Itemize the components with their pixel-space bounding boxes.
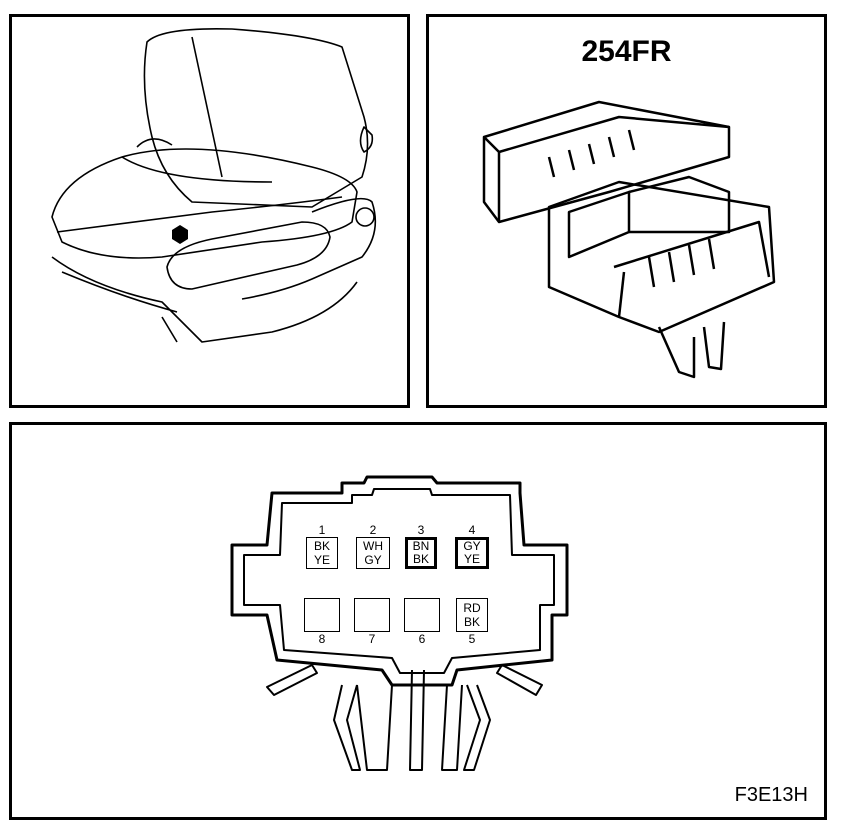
connector-title: 254FR [581, 35, 672, 68]
pin-number: 2 [369, 523, 377, 537]
pin-3: 3 BN BK [405, 523, 437, 569]
pin-number: 3 [417, 523, 425, 537]
pin-number: 7 [368, 632, 376, 646]
pin-6: 6 [404, 598, 440, 646]
connector-view-panel: 254FR [426, 14, 827, 408]
pin-cavity: WH GY [356, 537, 390, 569]
pin-cavity [404, 598, 440, 632]
seat-illustration [51, 27, 377, 343]
connector-face-diagram [230, 475, 569, 771]
pin-cavity: RD BK [456, 598, 488, 632]
seat-location-panel [9, 14, 410, 408]
wire-color-2: YE [313, 553, 330, 567]
wire-color-1: BK [313, 539, 330, 553]
figure-code: F3E13H [734, 784, 808, 806]
pin-number: 1 [318, 523, 326, 537]
wire-color-2: YE [463, 552, 480, 566]
wire-color-1: WH [363, 539, 383, 553]
wire-color-2: GY [364, 553, 382, 567]
wire-color-1: GY [463, 539, 481, 553]
wire-color-1: RD [463, 601, 481, 615]
pin-7: 7 [354, 598, 390, 646]
wire-color-2: BK [463, 615, 480, 629]
wire-color-1: BN [412, 539, 430, 553]
pin-4: 4 GY YE [455, 523, 489, 569]
pin-2: 2 WH GY [356, 523, 390, 569]
pin-cavity [354, 598, 390, 632]
pin-cavity [304, 598, 340, 632]
pin-number: 4 [468, 523, 476, 537]
pin-cavity: BN BK [405, 537, 437, 569]
pinout-panel: 1 BK YE 2 WH GY 3 BN BK 4 GY YE [9, 422, 827, 820]
pin-number: 6 [418, 632, 426, 646]
connector-illustration [482, 100, 776, 379]
wire-color-2: BK [412, 552, 429, 566]
pin-cavity: GY YE [455, 537, 489, 569]
pin-cavity: BK YE [306, 537, 338, 569]
pin-number: 5 [468, 632, 476, 646]
connector-location-marker [172, 225, 188, 244]
pin-number: 8 [318, 632, 326, 646]
pin-5: RD BK 5 [456, 598, 488, 646]
pin-1: 1 BK YE [306, 523, 338, 569]
pin-8: 8 [304, 598, 340, 646]
